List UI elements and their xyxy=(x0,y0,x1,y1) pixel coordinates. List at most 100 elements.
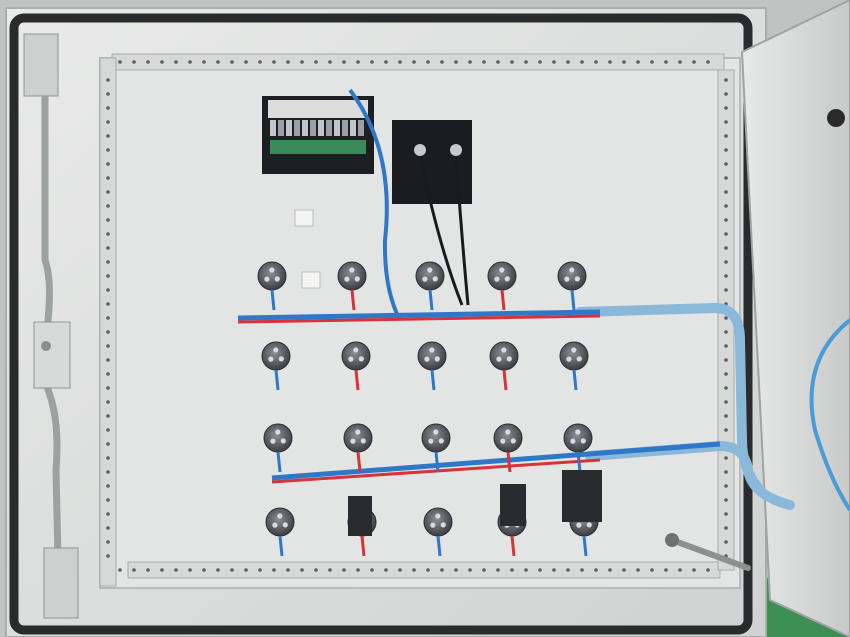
rail-hole xyxy=(106,316,110,320)
circular-connector xyxy=(265,507,295,557)
rail-hole xyxy=(692,60,696,64)
rail-hole xyxy=(482,60,486,64)
rail-hole xyxy=(650,568,654,572)
circular-connector xyxy=(487,261,517,311)
rail-hole xyxy=(724,456,728,460)
rail-hole xyxy=(244,568,248,572)
rail-hole xyxy=(724,372,728,376)
rail-hole xyxy=(724,400,728,404)
terminal-pin xyxy=(270,120,276,136)
rail-hole xyxy=(724,218,728,222)
rail-hole xyxy=(724,232,728,236)
circular-connector xyxy=(421,423,451,473)
rail-hole xyxy=(118,60,122,64)
door-handle xyxy=(669,537,751,571)
open-door xyxy=(740,0,850,637)
latch-rod xyxy=(41,96,62,561)
circular-connector xyxy=(261,341,291,391)
rail-hole xyxy=(106,274,110,278)
rail-hole xyxy=(398,568,402,572)
rail-hole xyxy=(230,60,234,64)
rail-hole xyxy=(440,60,444,64)
rail-hole xyxy=(106,246,110,250)
rail-hole xyxy=(370,60,374,64)
rail-hole xyxy=(188,568,192,572)
rail-hole xyxy=(174,568,178,572)
conduit-bottom xyxy=(585,440,795,510)
rail-hole xyxy=(426,60,430,64)
bottom-harness-blue xyxy=(271,441,721,481)
rail-hole xyxy=(106,456,110,460)
handle-pivot xyxy=(665,533,679,547)
hinge-top xyxy=(23,33,59,97)
rail-hole xyxy=(724,428,728,432)
rail-hole xyxy=(724,386,728,390)
rail-hole xyxy=(468,568,472,572)
rail-hole xyxy=(106,400,110,404)
rail-hole xyxy=(106,414,110,418)
door-gasket xyxy=(9,13,753,635)
rail-hole xyxy=(594,568,598,572)
rail-hole xyxy=(106,442,110,446)
terminal-pin xyxy=(334,120,340,136)
circular-connector xyxy=(493,423,523,473)
rail-hole xyxy=(160,568,164,572)
rail-hole xyxy=(328,60,332,64)
rail-hole xyxy=(286,60,290,64)
top-harness-blue xyxy=(237,309,601,321)
rail-hole xyxy=(106,232,110,236)
circular-connector xyxy=(489,341,519,391)
rail-hole xyxy=(566,568,570,572)
rail-hole xyxy=(106,190,110,194)
cable-mount-1 xyxy=(294,209,314,227)
rail-hole xyxy=(106,134,110,138)
terminal-pin xyxy=(342,120,348,136)
rail-hole xyxy=(622,568,626,572)
rail-hole xyxy=(724,414,728,418)
rail-hole xyxy=(538,60,542,64)
rail-hole xyxy=(106,512,110,516)
rail-hole xyxy=(622,60,626,64)
rail-hole xyxy=(724,344,728,348)
rail-hole xyxy=(692,568,696,572)
rail-hole xyxy=(356,568,360,572)
rail-hole xyxy=(594,60,598,64)
rail-hole xyxy=(188,60,192,64)
rail-hole xyxy=(258,60,262,64)
rail-hole xyxy=(106,148,110,152)
bottom-harness-red xyxy=(271,458,601,484)
rail-hole xyxy=(106,288,110,292)
rail-hole xyxy=(724,176,728,180)
rail-hole xyxy=(244,60,248,64)
rail-hole xyxy=(650,60,654,64)
rail-hole xyxy=(636,568,640,572)
rail-hole xyxy=(724,526,728,530)
terminal-pin xyxy=(278,120,284,136)
rail-hole xyxy=(106,526,110,530)
rail-hole xyxy=(106,162,110,166)
rail-hole xyxy=(106,260,110,264)
circular-connector xyxy=(343,423,373,473)
rail-hole xyxy=(724,498,728,502)
rail-hole xyxy=(356,60,360,64)
rail-hole xyxy=(118,568,122,572)
rail-hole xyxy=(398,60,402,64)
rail-hole xyxy=(106,386,110,390)
rail-hole xyxy=(580,60,584,64)
circular-connector xyxy=(559,341,589,391)
rail-hole xyxy=(724,106,728,110)
rail-hole xyxy=(552,60,556,64)
latch-screw xyxy=(41,341,51,351)
rail-hole xyxy=(300,568,304,572)
rail-hole xyxy=(724,484,728,488)
rail-hole xyxy=(454,60,458,64)
rail-hole xyxy=(106,344,110,348)
rail-hole xyxy=(314,60,318,64)
switch-block-1 xyxy=(348,496,372,536)
black-lead-1 xyxy=(418,155,464,306)
rail-hole xyxy=(272,60,276,64)
terminal-pin xyxy=(358,120,364,136)
rail-hole xyxy=(412,60,416,64)
external-cables xyxy=(809,318,850,512)
